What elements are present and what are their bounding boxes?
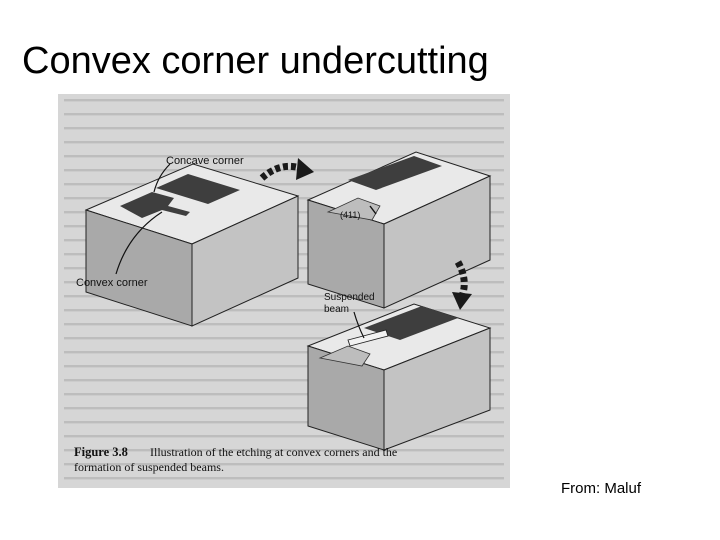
caption-line1: Illustration of the etching at convex co…	[150, 445, 397, 459]
mask-opening	[156, 174, 240, 204]
block-suspended-beam: Suspended beam	[306, 292, 492, 451]
etched-pit	[348, 156, 442, 190]
plane-411-label: (411)	[340, 210, 360, 220]
block-undercutting: (411)	[306, 151, 492, 309]
suspended-beam	[347, 329, 389, 347]
figure-caption: Figure 3.8 Illustration of the etching a…	[74, 445, 397, 474]
plane-arrow	[369, 205, 377, 215]
concave-corner-label: Concave corner	[166, 155, 244, 167]
leader-line	[115, 211, 163, 275]
sloped-plane	[326, 197, 381, 221]
suspended-label-line2: beam	[324, 304, 349, 315]
arrow-step-one	[259, 158, 314, 181]
slide-title: Convex corner undercutting	[22, 40, 489, 82]
source-credit: From: Maluf	[561, 480, 642, 497]
textbook-figure-scan: Concave corner Convex corner (411)	[58, 94, 510, 488]
arrow-step-two	[452, 260, 472, 310]
etching-diagram: Concave corner Convex corner (411)	[58, 94, 510, 488]
leader-line	[353, 311, 365, 339]
leader-line	[153, 163, 171, 193]
convex-corner-label: Convex corner	[76, 277, 148, 289]
mask-opening	[120, 192, 190, 218]
caption-line2: formation of suspended beams.	[74, 460, 224, 474]
suspended-label-line1: Suspended	[324, 292, 375, 303]
etched-pit	[364, 306, 458, 340]
block-before-etching: Concave corner Convex corner	[76, 155, 300, 327]
caption-number: Figure 3.8	[74, 445, 128, 459]
sloped-plane	[318, 345, 371, 367]
